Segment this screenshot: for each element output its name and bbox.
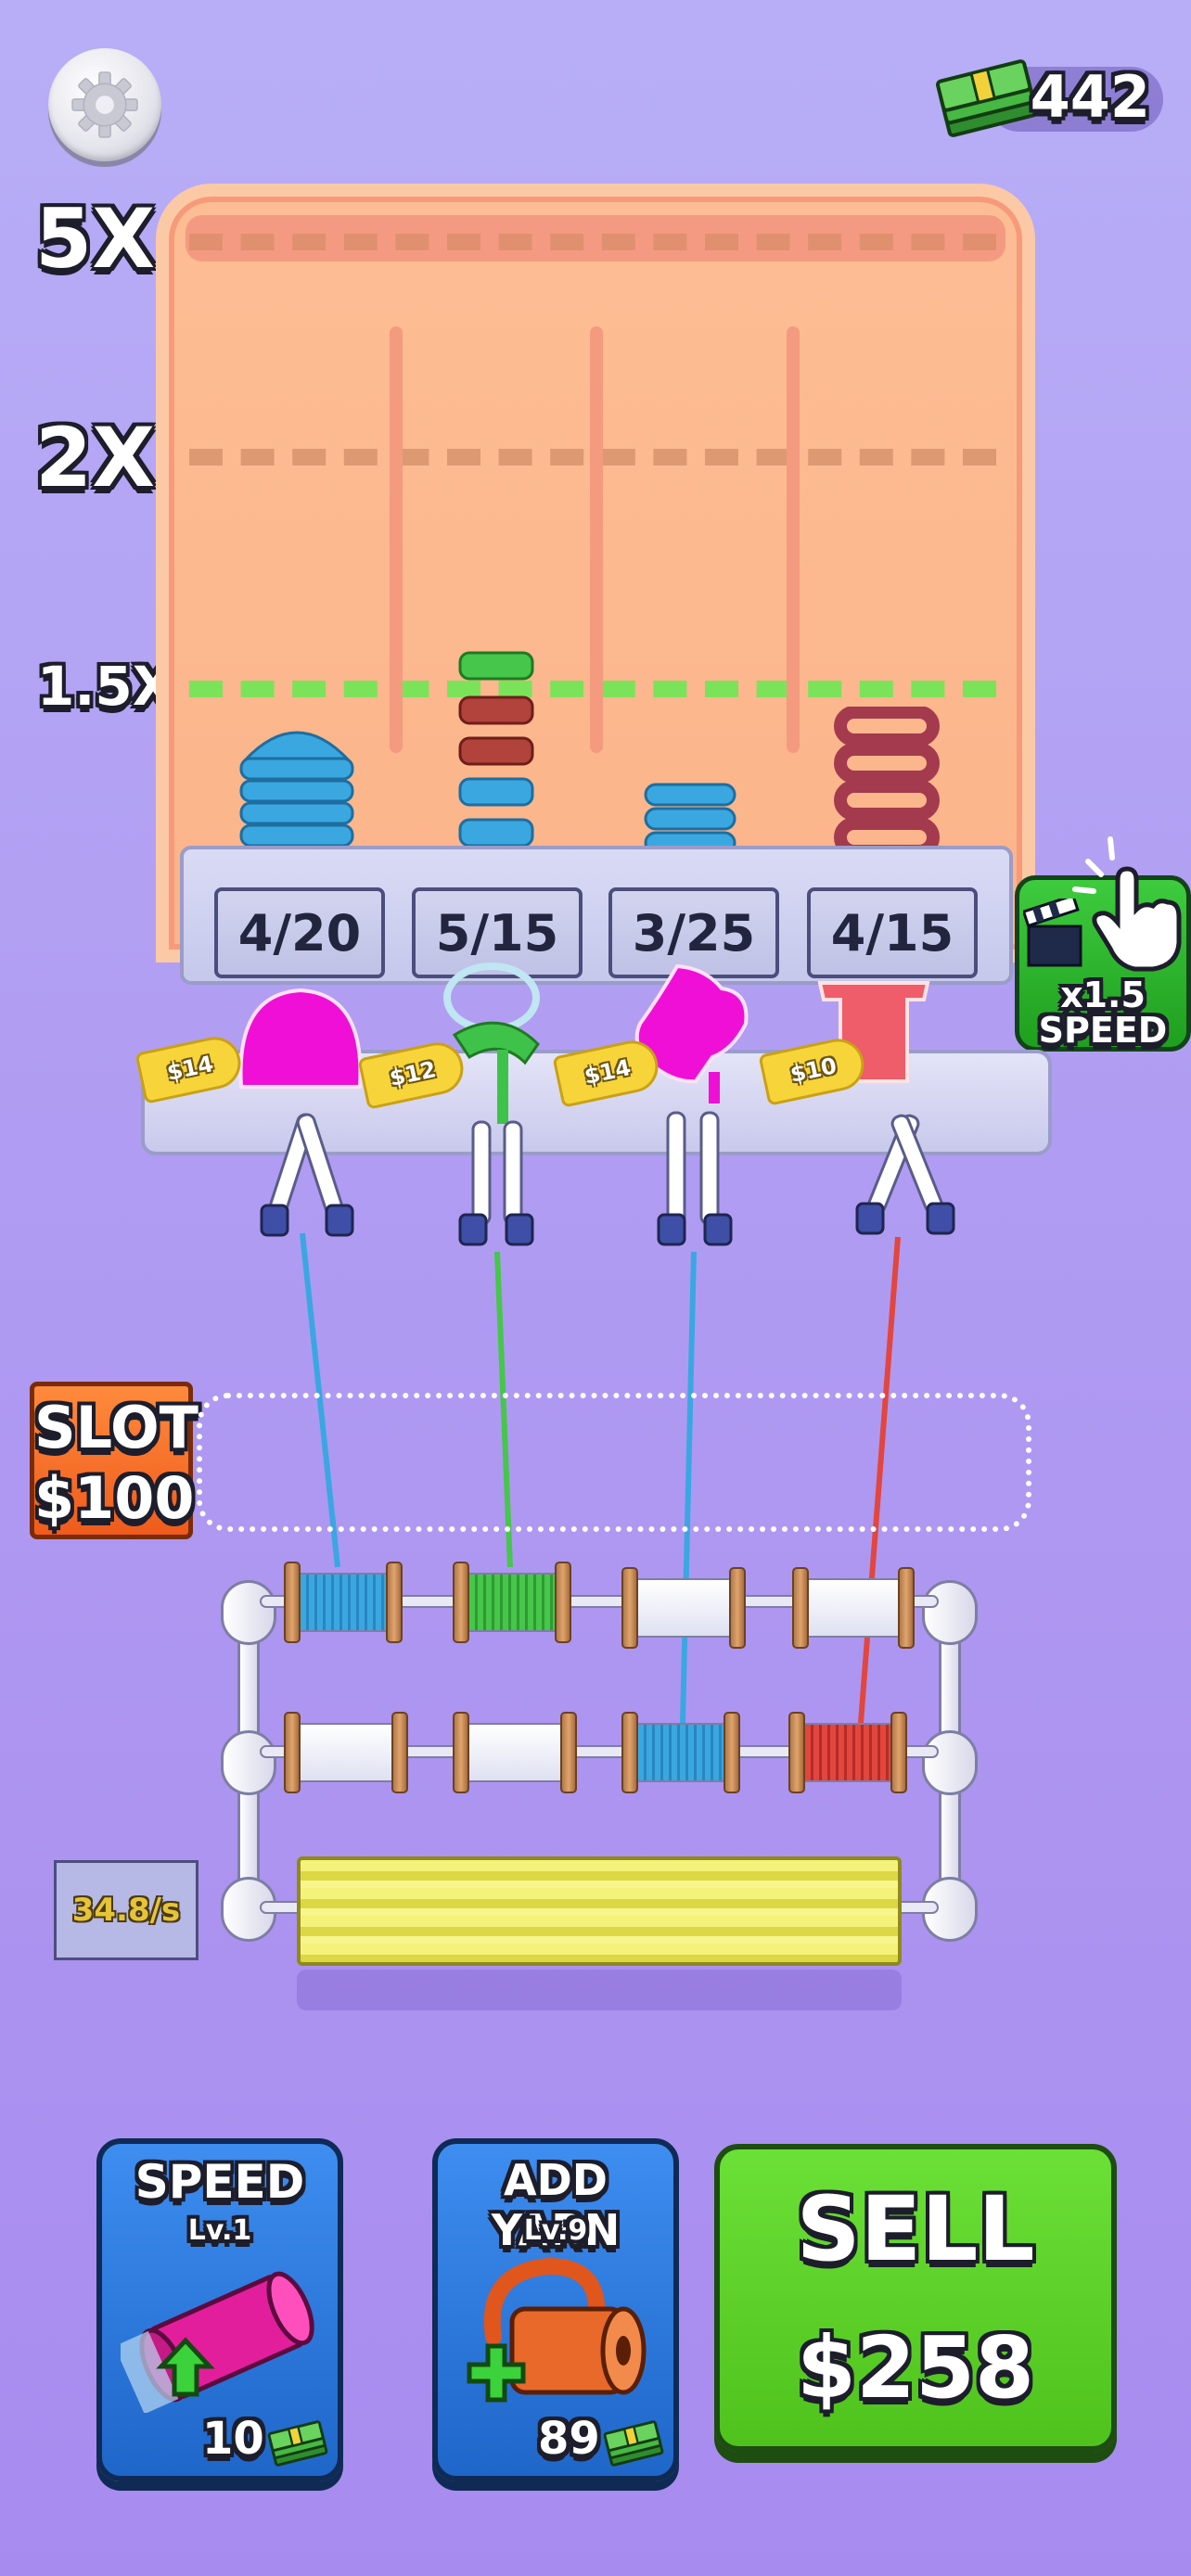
add-yarn-upgrade-button[interactable]: ADD YARN Lv.9 89 [432, 2138, 679, 2481]
speed-boost-label: SPEED [1038, 1010, 1168, 1051]
yarn-rack-board [156, 184, 1035, 963]
yarn-counter-1: 4/20 [214, 887, 385, 978]
middle-axle [260, 1745, 939, 1758]
cash-amount: 442 [1030, 63, 1150, 131]
pink-sweater-product [634, 963, 749, 1103]
yarn-spool-add-icon [467, 2257, 647, 2403]
multiplier-label-base: 1.5X [37, 655, 174, 718]
spool-green-top[interactable] [453, 1562, 571, 1643]
sell-price: $258 [796, 2318, 1035, 2417]
cash-stack-icon [936, 59, 1038, 137]
speed-upgrade-cost: 10 [202, 2413, 264, 2465]
knitting-needles-and-threads [260, 1111, 955, 1724]
cash-counter: 442 [931, 56, 1163, 139]
add-yarn-upgrade-cost: 89 [538, 2413, 600, 2465]
multiplier-label-top: 5X [35, 191, 156, 287]
speed-boost-ad-button[interactable]: x1.5 SPEED [1015, 836, 1191, 1052]
spool-empty-mid-2[interactable] [453, 1712, 577, 1793]
spool-empty-mid-1[interactable] [284, 1712, 408, 1793]
add-yarn-upgrade-level: Lv.9 [523, 2214, 588, 2247]
slot-label: SLOT [34, 1394, 198, 1461]
speed-upgrade-level: Lv.1 [187, 2214, 252, 2247]
yarn-stack-red [834, 707, 940, 858]
slot-price: $100 [34, 1464, 195, 1532]
spool-red-mid[interactable] [788, 1712, 907, 1793]
production-rate-label: 34.8/s [54, 1860, 198, 1960]
spool-blue-top[interactable] [284, 1562, 403, 1643]
yarn-stack-blue [239, 731, 354, 848]
spool-empty-top-4[interactable] [792, 1567, 915, 1649]
sell-title: SELL [796, 2177, 1035, 2281]
cash-stack-icon [603, 2420, 664, 2467]
multiplier-line-5x [189, 234, 996, 250]
multiplier-label-middle: 2X [35, 410, 156, 505]
axle-mount-left-1 [221, 1580, 276, 1645]
sell-button[interactable]: SELL $258 [714, 2144, 1117, 2452]
empty-slot-area[interactable] [197, 1393, 1031, 1532]
axle-mount-right-2 [922, 1730, 978, 1795]
green-scarf-product [443, 963, 540, 1124]
tap-hand-icon [1072, 836, 1182, 972]
speed-boost-multiplier: x1.5 [1060, 975, 1146, 1015]
rack-pole-3 [787, 326, 800, 753]
yarn-roll-upgrade-icon [121, 2271, 314, 2413]
yarn-counter-4: 4/15 [807, 887, 978, 978]
yarn-stack-mixed [458, 651, 534, 848]
speed-upgrade-title: SPEED [134, 2155, 305, 2209]
add-yarn-upgrade-title: ADD YARN [491, 2155, 621, 2255]
axle-mount-right-1 [922, 1580, 978, 1645]
spool-empty-top-3[interactable] [621, 1567, 746, 1649]
speed-upgrade-button[interactable]: SPEED Lv.1 10 [96, 2138, 343, 2481]
top-axle [260, 1595, 939, 1608]
cash-stack-icon [267, 2420, 328, 2467]
pink-beanie-product [238, 988, 363, 1089]
yarn-counter-3: 3/25 [608, 887, 779, 978]
yellow-fabric-roller [297, 1856, 902, 1966]
settings-button[interactable] [48, 48, 161, 161]
rack-pole-1 [390, 326, 403, 753]
roller-shadow [297, 1970, 902, 2010]
buy-slot-button[interactable]: SLOT $100 [30, 1382, 198, 1539]
spool-blue-mid[interactable] [621, 1712, 740, 1793]
rack-pole-2 [590, 326, 603, 753]
gear-icon [71, 71, 138, 138]
clapperboard-icon [1023, 899, 1082, 967]
axle-mount-left-2 [221, 1730, 276, 1795]
